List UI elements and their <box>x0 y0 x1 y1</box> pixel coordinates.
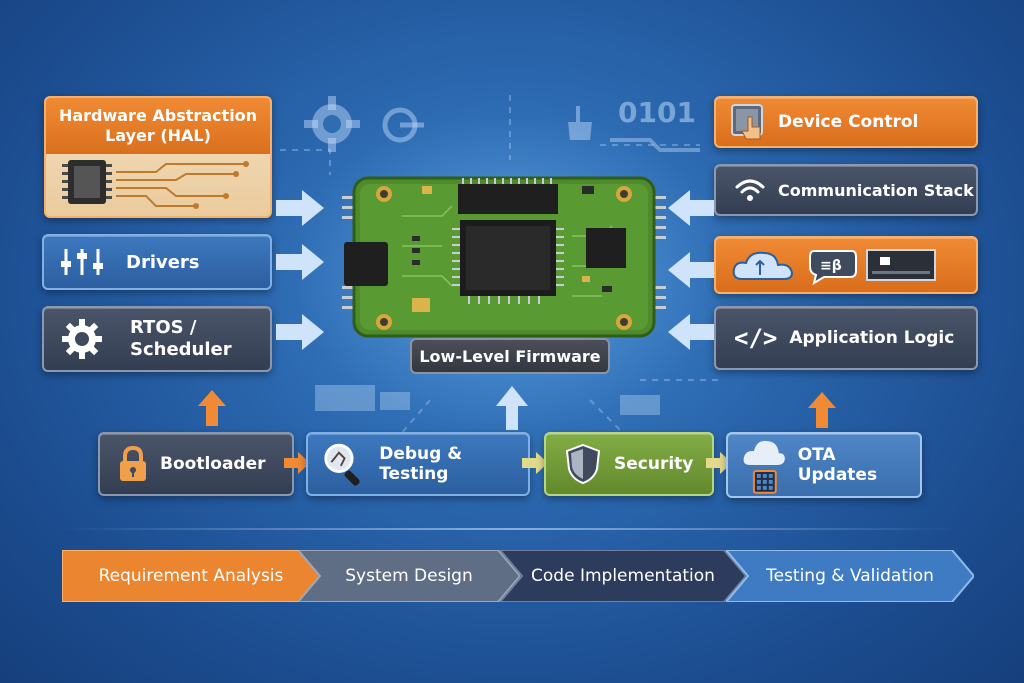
arrow-right-icon <box>706 452 732 474</box>
chevron-shape <box>500 550 746 602</box>
chip-icon <box>62 160 249 209</box>
process-step-label: Testing & Validation <box>766 566 934 586</box>
cloud-upload-icon <box>743 440 785 494</box>
lock-icon <box>120 446 146 481</box>
arrow-left-icon <box>668 190 714 226</box>
cloud-icon <box>732 251 794 280</box>
svg-text:≡β: ≡β <box>820 258 842 274</box>
gear-icon <box>304 96 360 152</box>
hal-label: Hardware Abstraction Layer (HAL) <box>46 98 270 154</box>
chevron-shape <box>726 550 974 602</box>
security-label: Security <box>614 454 694 474</box>
arrow-left-icon <box>668 252 714 288</box>
communication-stack-label: Communication Stack <box>778 180 974 200</box>
drivers-label: Drivers <box>126 251 200 273</box>
communication-stack-block[interactable]: Communication Stack <box>714 164 978 216</box>
process-step-requirement-analysis[interactable]: Requirement Analysis <box>62 550 320 602</box>
arrow-right-icon <box>522 452 548 474</box>
arrow-right-icon <box>276 244 324 280</box>
dial-icon <box>382 107 424 143</box>
divider <box>60 528 960 530</box>
process-step-label: Requirement Analysis <box>98 566 284 586</box>
arrow-up-icon <box>496 386 528 430</box>
sliders-icon <box>61 249 103 275</box>
arrow-right-icon <box>276 190 324 226</box>
bootloader-block[interactable]: Bootloader <box>98 432 294 496</box>
circuit-trace-icon <box>610 138 700 152</box>
drivers-block[interactable]: Drivers <box>42 234 272 290</box>
device-control-block[interactable]: Device Control <box>714 96 978 148</box>
magnifier-icon <box>324 443 360 486</box>
arrow-left-icon <box>668 314 714 350</box>
device-control-label: Device Control <box>778 112 919 132</box>
process-step-label: Code Implementation <box>531 566 715 586</box>
application-logic-label: Application Logic <box>789 328 955 348</box>
chevron-shape <box>298 550 520 602</box>
hal-block[interactable]: Hardware Abstraction Layer (HAL) <box>44 96 272 218</box>
ota-updates-block[interactable]: OTA Updates <box>726 432 922 498</box>
process-step-label: System Design <box>345 566 473 586</box>
code-icon: </> <box>734 324 778 352</box>
circuit-board <box>342 176 666 338</box>
hand-icon <box>568 106 592 140</box>
rtos-label: RTOS / Scheduler <box>130 317 232 360</box>
shield-icon <box>565 443 601 485</box>
debug-testing-label: Debug & Testing <box>379 444 463 484</box>
security-block[interactable]: Security <box>544 432 714 496</box>
hal-illustration <box>46 154 270 216</box>
debug-testing-block[interactable]: Debug & Testing <box>306 432 530 496</box>
process-step-code-implementation[interactable]: Code Implementation <box>500 550 746 602</box>
display-panel-icon <box>866 249 936 281</box>
firmware-label: Low-Level Firmware <box>410 338 610 374</box>
speech-bubble-icon: ≡β <box>809 250 857 285</box>
rtos-block[interactable]: RTOS / Scheduler <box>42 306 272 372</box>
bootloader-label: Bootloader <box>160 454 266 474</box>
arrow-right-icon <box>284 452 310 474</box>
hand-pointer-icon <box>731 104 763 140</box>
arrow-up-icon <box>808 392 836 428</box>
process-step-testing-validation[interactable]: Testing & Validation <box>726 550 974 602</box>
process-step-system-design[interactable]: System Design <box>298 550 520 602</box>
application-logic-block[interactable]: </> Application Logic <box>714 306 978 370</box>
ota-updates-label: OTA Updates <box>797 445 878 485</box>
arrow-up-icon <box>198 390 226 426</box>
gear-icon <box>62 319 102 359</box>
binary-text: 0101 <box>618 96 696 129</box>
connectivity-block[interactable]: ≡β <box>714 236 978 294</box>
wifi-icon <box>735 179 765 201</box>
arrow-right-icon <box>276 314 324 350</box>
